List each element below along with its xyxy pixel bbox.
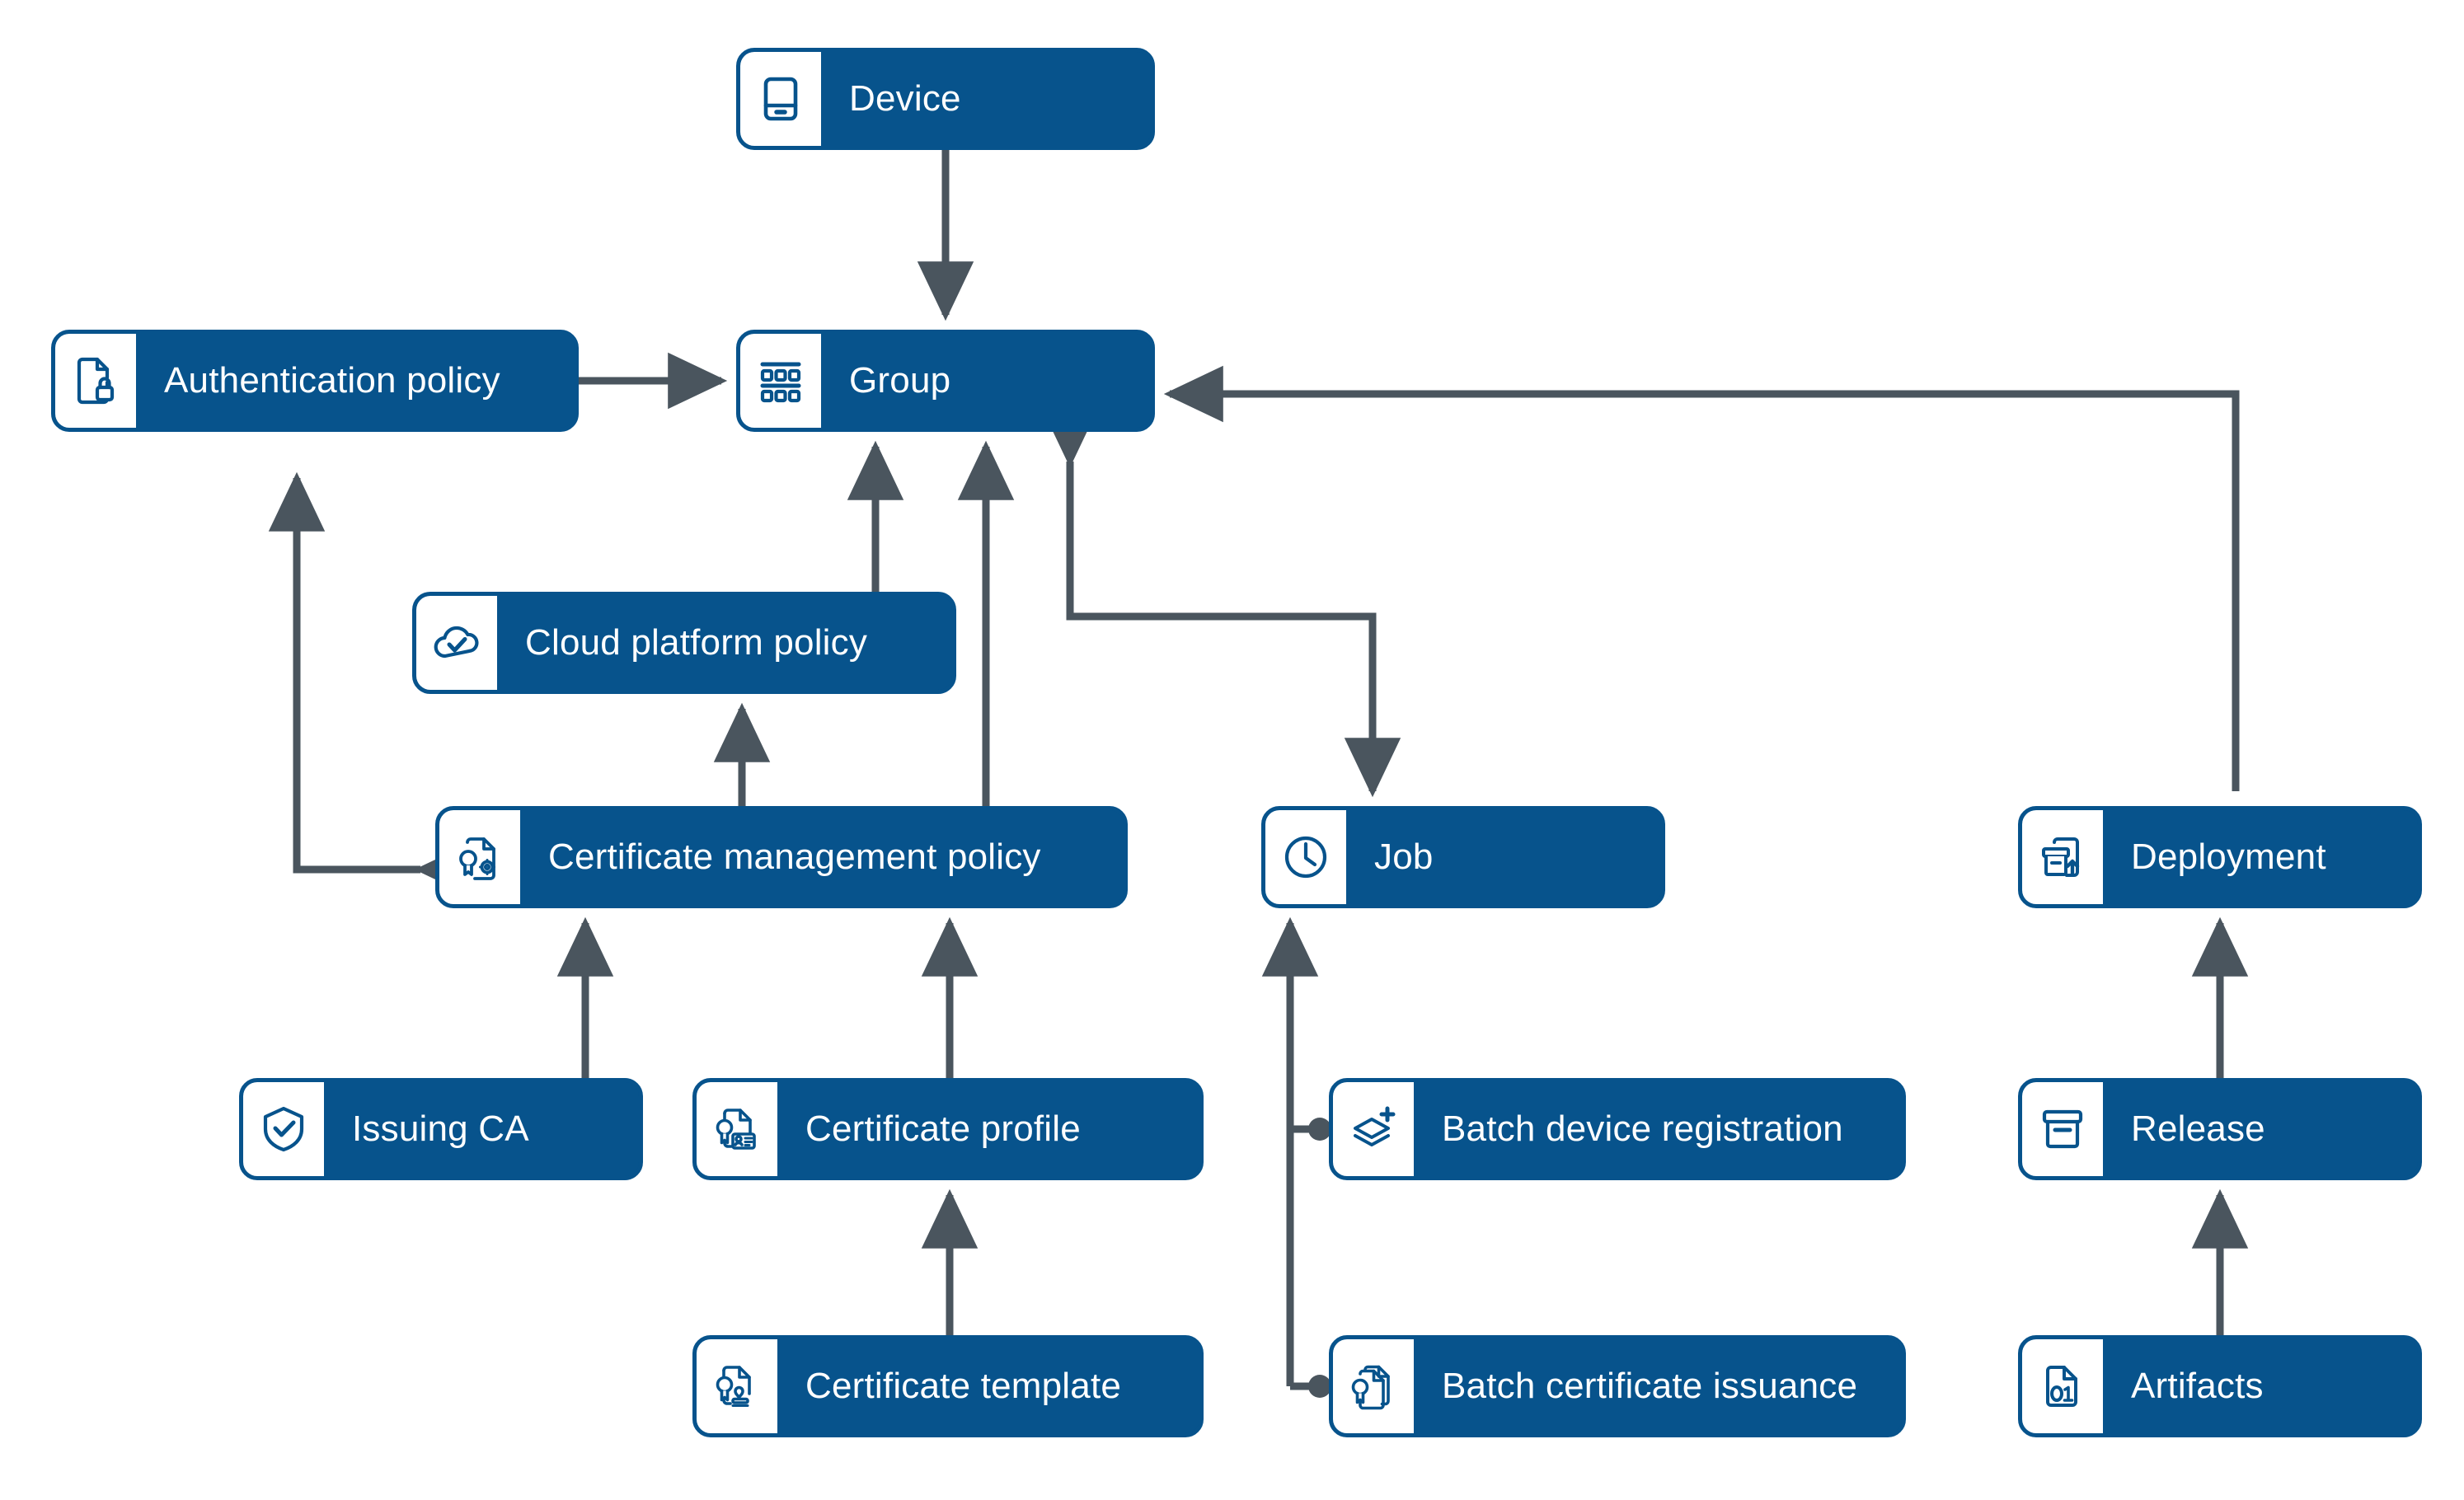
edge-junction-dot — [1308, 1118, 1331, 1141]
node-certificate-profile[interactable]: Certificate profile — [692, 1078, 1204, 1180]
shield-check-icon — [243, 1082, 324, 1176]
certificate-stamp-icon — [697, 1339, 777, 1433]
edge-deployment-to-group — [1163, 365, 2240, 791]
document-lock-icon — [55, 334, 136, 428]
node-artifacts[interactable]: Artifacts — [2018, 1335, 2422, 1437]
edge-junction-dot — [1308, 1375, 1331, 1398]
file-01-icon — [2022, 1339, 2103, 1433]
certificate-gear-icon — [439, 810, 520, 904]
node-label: Release — [2131, 1109, 2265, 1149]
node-authentication-policy[interactable]: Authentication policy — [51, 330, 579, 432]
node-label: Authentication policy — [164, 360, 500, 401]
node-label: Certificate template — [805, 1366, 1122, 1406]
node-device[interactable]: Device — [736, 48, 1155, 150]
node-certificate-management-policy[interactable]: Certificate management policy — [435, 806, 1128, 908]
cloud-check-icon — [416, 596, 497, 690]
node-label: Issuing CA — [352, 1109, 529, 1149]
edge-cert-mgmt-policy-to-authentication-policy — [268, 471, 474, 898]
node-label: Certificate profile — [805, 1109, 1081, 1149]
archive-box-icon — [2022, 1082, 2103, 1176]
node-label: Device — [849, 78, 961, 119]
node-label: Certificate management policy — [548, 837, 1041, 877]
node-label: Deployment — [2131, 837, 2326, 877]
node-deployment[interactable]: Deployment — [2018, 806, 2422, 908]
node-label: Group — [849, 360, 951, 401]
node-certificate-template[interactable]: Certificate template — [692, 1335, 1204, 1437]
node-label: Job — [1374, 837, 1434, 877]
node-label: Batch certificate issuance — [1442, 1366, 1858, 1406]
node-label: Batch device registration — [1442, 1109, 1843, 1149]
device-tablet-icon — [740, 52, 821, 146]
layers-plus-icon — [1333, 1082, 1414, 1176]
node-cloud-platform-policy[interactable]: Cloud platform policy — [412, 592, 956, 694]
node-label: Artifacts — [2131, 1366, 2264, 1406]
clock-icon — [1265, 810, 1346, 904]
node-release[interactable]: Release — [2018, 1078, 2422, 1180]
node-issuing-ca[interactable]: Issuing CA — [239, 1078, 643, 1180]
deployment-upload-icon — [2022, 810, 2103, 904]
node-batch-certificate-issuance[interactable]: Batch certificate issuance — [1329, 1335, 1906, 1437]
certificates-multi-icon — [1333, 1339, 1414, 1433]
edge-group-to-job — [1041, 408, 1401, 798]
node-label: Cloud platform policy — [525, 622, 868, 663]
node-group[interactable]: Group — [736, 330, 1155, 432]
certificate-idcard-icon — [697, 1082, 777, 1176]
node-batch-device-registration[interactable]: Batch device registration — [1329, 1078, 1906, 1180]
grid-table-icon — [740, 334, 821, 428]
node-job[interactable]: Job — [1261, 806, 1665, 908]
